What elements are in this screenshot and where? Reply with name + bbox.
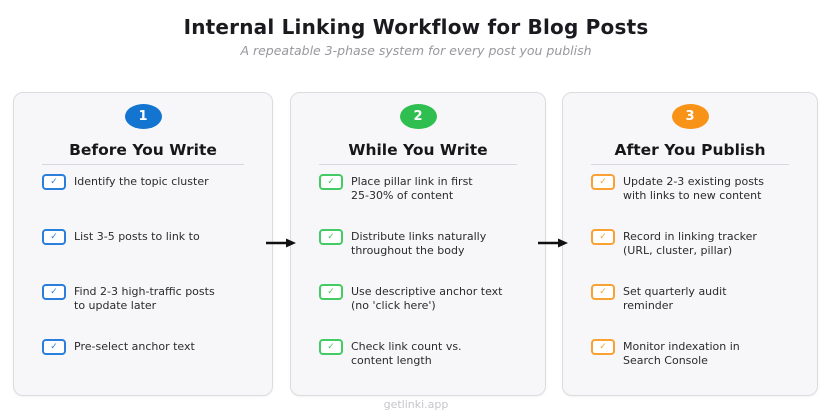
checklist-item-label: Set quarterly audit reminder bbox=[623, 285, 727, 312]
checklist-item: ✓ List 3-5 posts to link to bbox=[14, 228, 272, 283]
phase-number-badge: 1 bbox=[124, 104, 162, 129]
check-icon: ✓ bbox=[50, 231, 58, 242]
phase-title: While You Write bbox=[348, 141, 488, 159]
page-title: Internal Linking Workflow for Blog Posts bbox=[183, 15, 649, 39]
phase-card-while-you-write: 2 While You Write ✓ Place pillar link in… bbox=[290, 92, 546, 396]
phase-number: 1 bbox=[138, 109, 148, 124]
checklist-item-label: Place pillar link in first 25-30% of con… bbox=[351, 175, 473, 202]
checklist-item: ✓ Monitor indexation in Search Console bbox=[563, 338, 817, 393]
checklist-item: ✓ Check link count vs. content length bbox=[291, 338, 545, 393]
checklist-item-label: Record in linking tracker (URL, cluster,… bbox=[623, 230, 757, 257]
checklist-item-label: Update 2-3 existing posts with links to … bbox=[623, 175, 764, 202]
checklist-item: ✓ Record in linking tracker (URL, cluste… bbox=[563, 228, 817, 283]
checklist-item-label: Check link count vs. content length bbox=[351, 340, 462, 367]
phase-number-badge: 2 bbox=[399, 104, 437, 129]
check-icon: ✓ bbox=[50, 176, 58, 187]
check-icon: ✓ bbox=[50, 286, 58, 297]
checkbox-icon: ✓ bbox=[42, 174, 66, 190]
checklist-item: ✓ Pre-select anchor text bbox=[14, 338, 272, 393]
checklist: ✓ Update 2-3 existing posts with links t… bbox=[563, 173, 817, 393]
checkbox-icon: ✓ bbox=[319, 229, 343, 245]
checklist-item: ✓ Distribute links naturally throughout … bbox=[291, 228, 545, 283]
checklist-item: ✓ Set quarterly audit reminder bbox=[563, 283, 817, 338]
phase-number-badge: 3 bbox=[671, 104, 709, 129]
checkbox-icon: ✓ bbox=[42, 339, 66, 355]
phase-number: 3 bbox=[685, 109, 695, 124]
checkbox-icon: ✓ bbox=[591, 174, 615, 190]
arrow-right-icon bbox=[266, 238, 296, 248]
checkbox-icon: ✓ bbox=[591, 229, 615, 245]
checklist-item: ✓ Identify the topic cluster bbox=[14, 173, 272, 228]
phase-card-before-you-write: 1 Before You Write ✓ Identify the topic … bbox=[13, 92, 273, 396]
check-icon: ✓ bbox=[599, 341, 607, 352]
phase-card-after-you-publish: 3 After You Publish ✓ Update 2-3 existin… bbox=[562, 92, 818, 396]
checklist-item: ✓ Find 2-3 high-traffic posts to update … bbox=[14, 283, 272, 338]
check-icon: ✓ bbox=[327, 286, 335, 297]
checkbox-icon: ✓ bbox=[319, 174, 343, 190]
checklist: ✓ Identify the topic cluster ✓ List 3-5 … bbox=[14, 173, 272, 393]
page-header: Internal Linking Workflow for Blog Posts… bbox=[0, 0, 832, 60]
checklist-item-label: Monitor indexation in Search Console bbox=[623, 340, 740, 367]
checkbox-icon: ✓ bbox=[319, 339, 343, 355]
check-icon: ✓ bbox=[327, 341, 335, 352]
phase-number: 2 bbox=[413, 109, 423, 124]
checklist-item-label: Use descriptive anchor text (no 'click h… bbox=[351, 285, 503, 312]
phase-title: After You Publish bbox=[614, 141, 766, 159]
divider bbox=[42, 164, 244, 165]
check-icon: ✓ bbox=[599, 231, 607, 242]
checklist-item-label: Identify the topic cluster bbox=[74, 175, 209, 188]
checkbox-icon: ✓ bbox=[591, 339, 615, 355]
checklist-item-label: List 3-5 posts to link to bbox=[74, 230, 200, 243]
divider bbox=[591, 164, 789, 165]
divider bbox=[319, 164, 517, 165]
checkbox-icon: ✓ bbox=[319, 284, 343, 300]
checklist-item: ✓ Place pillar link in first 25-30% of c… bbox=[291, 173, 545, 228]
phase-title: Before You Write bbox=[69, 141, 217, 159]
checkbox-icon: ✓ bbox=[42, 229, 66, 245]
check-icon: ✓ bbox=[599, 176, 607, 187]
checklist-item-label: Find 2-3 high-traffic posts to update la… bbox=[74, 285, 215, 312]
check-icon: ✓ bbox=[50, 341, 58, 352]
checklist-item: ✓ Update 2-3 existing posts with links t… bbox=[563, 173, 817, 228]
checklist-item: ✓ Use descriptive anchor text (no 'click… bbox=[291, 283, 545, 338]
arrow-right-icon bbox=[538, 238, 568, 248]
check-icon: ✓ bbox=[599, 286, 607, 297]
checklist-item-label: Distribute links naturally throughout th… bbox=[351, 230, 487, 257]
workflow-phases: 1 Before You Write ✓ Identify the topic … bbox=[0, 92, 832, 396]
check-icon: ✓ bbox=[327, 176, 335, 187]
brand-watermark: getlinki.app bbox=[383, 398, 449, 411]
checkbox-icon: ✓ bbox=[42, 284, 66, 300]
checkbox-icon: ✓ bbox=[591, 284, 615, 300]
checklist-item-label: Pre-select anchor text bbox=[74, 340, 195, 353]
page-subtitle: A repeatable 3-phase system for every po… bbox=[240, 43, 592, 58]
checklist: ✓ Place pillar link in first 25-30% of c… bbox=[291, 173, 545, 393]
check-icon: ✓ bbox=[327, 231, 335, 242]
